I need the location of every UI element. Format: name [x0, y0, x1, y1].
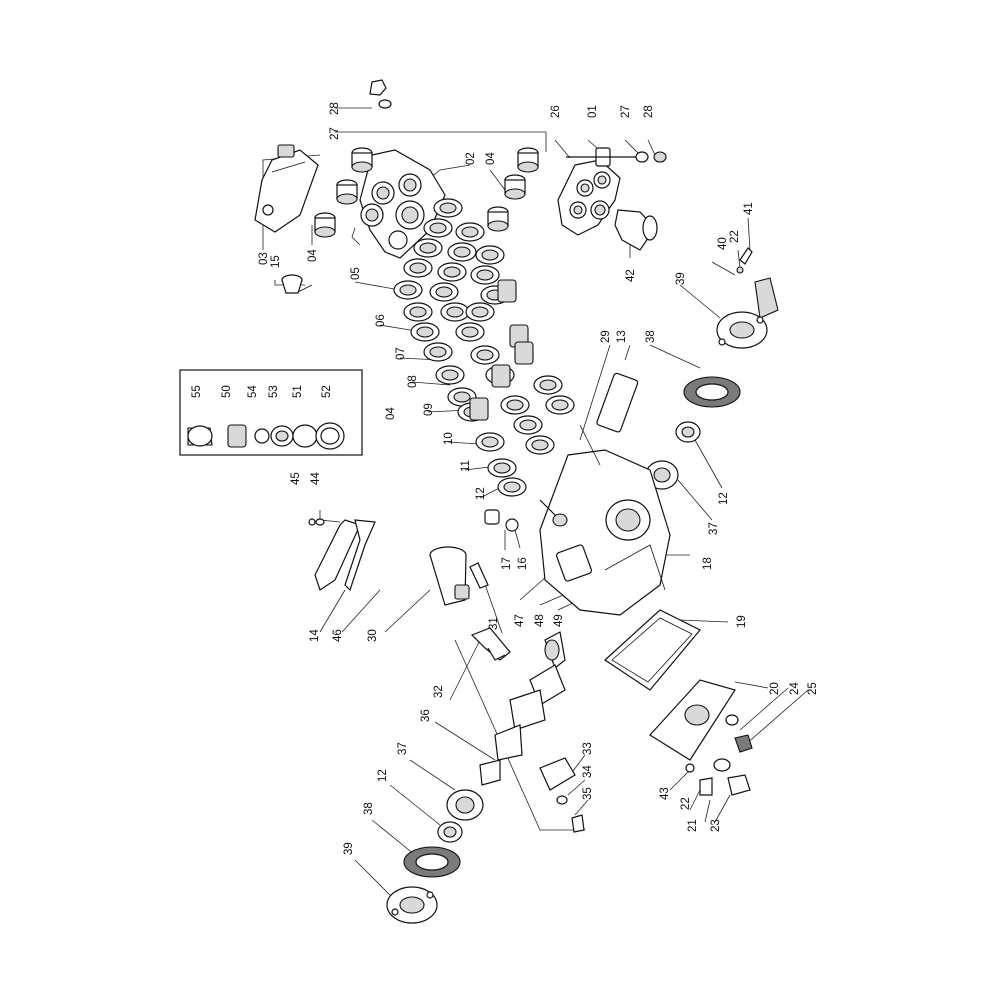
callout-31: 31: [488, 617, 500, 630]
right-cap-group: [645, 247, 779, 490]
callout-30: 30: [367, 629, 379, 642]
callout-26: 26: [550, 105, 562, 118]
callout-14: 14: [309, 629, 321, 642]
pump-head-right: [557, 147, 667, 236]
callout-49: 49: [553, 614, 565, 627]
nut-washer-top-left: [369, 79, 392, 109]
callout-labels: 28 27 03 04 15 05 06 07 08 09 10 11 12 0…: [191, 102, 819, 855]
callout-04b: 04: [485, 152, 497, 165]
callout-04a: 04: [307, 249, 319, 262]
callout-50: 50: [221, 385, 233, 398]
callout-12c: 12: [377, 769, 389, 782]
callout-41: 41: [743, 202, 755, 215]
callout-09: 09: [423, 403, 435, 416]
callout-16: 16: [517, 557, 529, 570]
valve-caps-left: [281, 147, 373, 294]
callout-28b: 28: [643, 105, 655, 118]
crankcase: [484, 372, 671, 616]
callout-45: 45: [290, 472, 302, 485]
callout-22a: 22: [729, 230, 741, 243]
callout-32: 32: [433, 685, 445, 698]
callout-46: 46: [332, 629, 344, 642]
callout-54: 54: [247, 385, 259, 398]
callout-42: 42: [625, 269, 637, 282]
crankshaft: [479, 631, 566, 786]
callout-28a: 28: [329, 102, 341, 115]
callout-39a: 39: [675, 272, 687, 285]
callout-36: 36: [420, 709, 432, 722]
callout-51: 51: [292, 385, 304, 398]
connecting-rod-upper: [470, 627, 511, 661]
callout-53: 53: [268, 385, 280, 398]
callout-02: 02: [465, 152, 477, 165]
elbow-fitting: [614, 209, 658, 251]
connecting-rod-lower: [539, 757, 585, 833]
callout-12a: 12: [475, 487, 487, 500]
valve-caps-right: [487, 147, 539, 232]
callout-27b: 27: [620, 105, 632, 118]
callout-38b: 38: [363, 802, 375, 815]
gasket-rear-cover: [604, 609, 753, 796]
seal-rings-row-a: [393, 198, 477, 407]
callout-24: 24: [789, 682, 801, 695]
callout-08: 08: [407, 375, 419, 388]
springs: [469, 279, 534, 421]
pump-head-left: [359, 149, 446, 259]
callout-21: 21: [687, 819, 699, 832]
callout-20: 20: [769, 682, 781, 695]
callout-48: 48: [534, 614, 546, 627]
callout-35: 35: [582, 787, 594, 800]
callout-04c: 04: [385, 407, 397, 420]
left-hardware: [308, 518, 489, 606]
callout-33: 33: [582, 742, 594, 755]
callout-55: 55: [191, 385, 203, 398]
callout-43: 43: [659, 787, 671, 800]
seal-rings-row-b: [429, 222, 527, 497]
callout-34: 34: [582, 765, 594, 778]
manifold-cap-left: [254, 144, 319, 233]
callout-07: 07: [395, 347, 407, 360]
callout-05: 05: [350, 267, 362, 280]
callout-37a: 37: [708, 522, 720, 535]
callout-40: 40: [717, 237, 729, 250]
callout-44: 44: [310, 472, 322, 485]
callout-22b: 22: [680, 797, 692, 810]
callout-18: 18: [702, 557, 714, 570]
callout-19: 19: [736, 615, 748, 628]
callout-01: 01: [587, 105, 599, 118]
callout-17: 17: [501, 557, 513, 570]
callout-47: 47: [514, 614, 526, 627]
callout-03: 03: [258, 252, 270, 265]
left-bearing-group: [386, 789, 484, 924]
callout-25: 25: [807, 682, 819, 695]
callout-10: 10: [443, 432, 455, 445]
callout-27a: 27: [329, 127, 341, 140]
callout-12b: 12: [718, 492, 730, 505]
valve-kit-box: [179, 369, 363, 456]
callout-37b: 37: [397, 742, 409, 755]
callout-38a: 38: [645, 330, 657, 343]
callout-13: 13: [616, 330, 628, 343]
callout-11: 11: [460, 460, 472, 472]
callout-52: 52: [321, 385, 333, 398]
callout-23: 23: [710, 819, 722, 832]
callout-06: 06: [375, 314, 387, 327]
callout-29: 29: [600, 330, 612, 343]
callout-39b: 39: [343, 842, 355, 855]
callout-15: 15: [270, 255, 282, 268]
